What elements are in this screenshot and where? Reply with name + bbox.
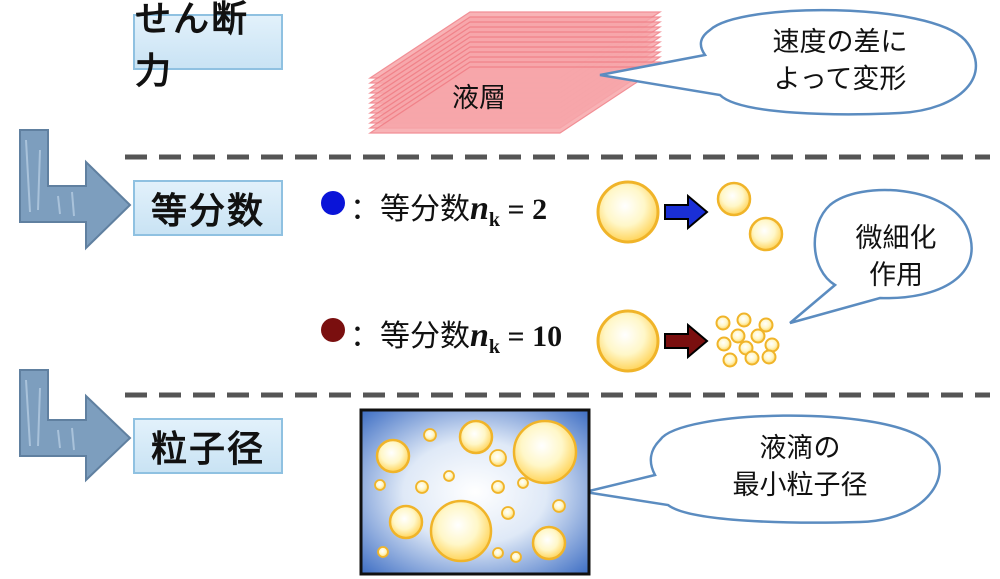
emulsion-droplet	[377, 546, 389, 558]
emulsion-droplet	[423, 428, 437, 442]
bubble-bottom-line1: 液滴の	[759, 433, 841, 464]
tiny-droplet	[722, 352, 738, 368]
droplet-cluster	[715, 312, 780, 368]
tiny-droplet	[716, 336, 732, 352]
bubble-middle-line1: 微細化	[855, 223, 937, 254]
emulsion-droplet	[492, 547, 504, 559]
bubble-top-shape	[599, 8, 978, 116]
bubble-bottom-shape	[584, 414, 941, 524]
arrow-blue	[664, 193, 709, 231]
bubble-top-line2: よって変形	[773, 64, 907, 95]
legend-dot-red	[321, 318, 345, 342]
legend-1-sub: k	[488, 209, 501, 231]
label-division: 等分数	[133, 180, 283, 236]
emulsion-droplet	[388, 504, 424, 540]
liquid-layer-stack	[368, 11, 662, 134]
step-arrow-1	[19, 129, 132, 251]
emulsion-droplet	[517, 477, 529, 489]
emulsion-droplet	[552, 499, 566, 513]
bubble-middle-line2: 作用	[869, 260, 923, 291]
droplet-small-1b	[748, 216, 784, 252]
legend-dot-blue	[321, 191, 345, 215]
droplet-small-1a	[716, 181, 752, 217]
legend-2-sub: k	[488, 336, 501, 358]
legend-1-prefix: ：等分数	[350, 192, 470, 227]
emulsion-droplet	[510, 551, 522, 563]
legend-1-op: =	[500, 193, 533, 226]
emulsion-droplet	[512, 419, 578, 485]
legend-equation-2: ：等分数nk = 10	[350, 311, 562, 359]
tiny-droplet	[736, 312, 752, 328]
emulsion-droplet	[489, 449, 507, 467]
bubble-bottom-text: 液滴の 最小粒子径	[690, 430, 910, 504]
tiny-droplet	[764, 337, 780, 353]
legend-2-var: n	[470, 317, 489, 354]
tiny-droplet	[744, 350, 760, 366]
tiny-droplet	[715, 315, 731, 331]
emulsion-droplets	[374, 419, 578, 563]
emulsion-droplet	[443, 470, 455, 482]
tiny-droplet	[750, 328, 766, 344]
legend-2-prefix: ：等分数	[350, 319, 470, 354]
legend-1-value: 2	[532, 193, 548, 226]
bubble-bottom-line2: 最小粒子径	[732, 470, 868, 501]
bubble-middle-shape	[789, 188, 973, 325]
arrow-red	[664, 322, 709, 360]
liquid-layer-sheet	[368, 66, 662, 134]
emulsion-droplet	[491, 480, 505, 494]
legend-2-op: =	[500, 320, 533, 353]
bubble-middle-text: 微細化 作用	[836, 220, 956, 294]
tiny-droplet	[761, 349, 777, 365]
bubble-top-line1: 速度の差に	[772, 27, 908, 58]
droplet-large-1	[596, 180, 660, 244]
liquid-layer-label: 液層	[452, 83, 506, 114]
legend-equation-1: ：等分数nk = 2	[350, 184, 547, 232]
emulsion-droplet	[415, 480, 429, 494]
label-shear: せん断力	[133, 0, 283, 92]
legend-2-value: 10	[532, 320, 563, 353]
emulsion-droplet	[429, 499, 493, 563]
emulsion-droplet	[531, 525, 567, 561]
droplet-large-2	[596, 309, 660, 373]
legend-1-var: n	[470, 190, 489, 227]
emulsion-droplet	[501, 506, 515, 520]
label-particle: 粒子径	[133, 418, 283, 474]
tiny-droplet	[758, 317, 774, 333]
emulsion-droplet	[375, 438, 411, 474]
step-arrow-2	[19, 369, 132, 483]
emulsion-droplet	[458, 419, 494, 455]
tiny-droplet	[730, 328, 746, 344]
emulsion-droplet	[374, 479, 386, 491]
bubble-top-text: 速度の差に よって変形	[740, 24, 940, 98]
